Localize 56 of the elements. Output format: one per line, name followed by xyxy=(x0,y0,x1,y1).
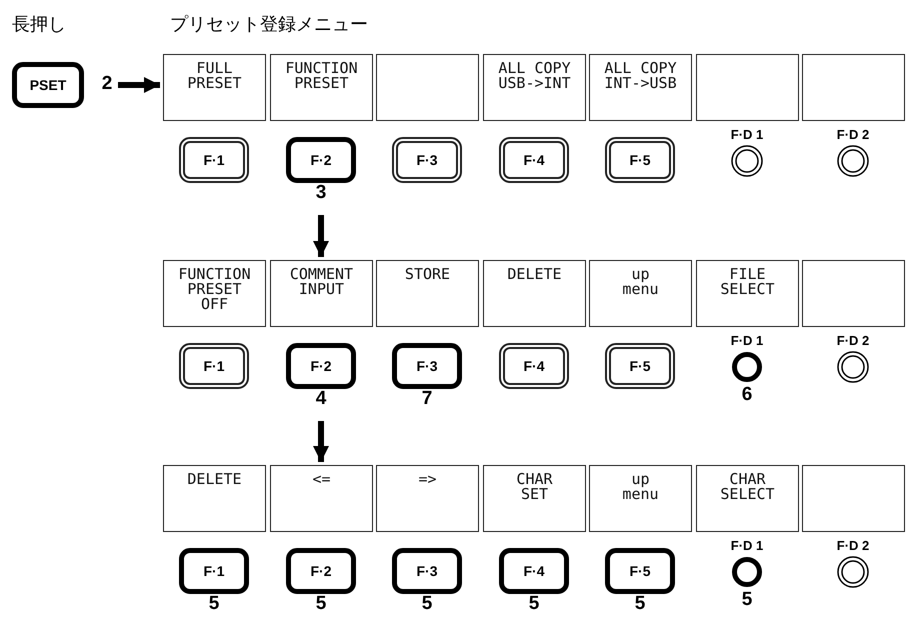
menu-cell: DELETE xyxy=(483,260,586,327)
menu-cell: DELETE xyxy=(163,465,266,532)
menu-cell: FUNCTION PRESET xyxy=(270,54,373,121)
step-number: 5 xyxy=(528,593,540,615)
menu-cell: <= xyxy=(270,465,373,532)
step-number: 3 xyxy=(314,182,328,204)
function-key: F·1 xyxy=(179,548,249,594)
menu-cell xyxy=(802,260,905,327)
function-key: F·2 xyxy=(286,343,356,389)
function-key: F·3 xyxy=(392,548,462,594)
step-number: 5 xyxy=(740,589,754,611)
menu-cell: ALL COPY USB->INT xyxy=(483,54,586,121)
menu-cell xyxy=(802,465,905,532)
menu-cell: CHAR SELECT xyxy=(696,465,799,532)
step-number: 7 xyxy=(420,388,434,410)
function-key: F·1 xyxy=(179,343,249,389)
function-key: F·4 xyxy=(499,343,569,389)
step-number: 5 xyxy=(314,593,328,615)
function-key: F·3 xyxy=(392,343,462,389)
step-number: 2 xyxy=(100,73,114,95)
function-key: F·4 xyxy=(499,548,569,594)
function-key: F·3 xyxy=(392,137,462,183)
menu-cell: FULL PRESET xyxy=(163,54,266,121)
knob-label: F·D 1 xyxy=(730,127,764,142)
step-number: 6 xyxy=(740,384,754,406)
step-number: 5 xyxy=(634,593,646,615)
menu-cell: ALL COPY INT->USB xyxy=(589,54,692,121)
function-key: F·2 xyxy=(286,137,356,183)
menu-cell: COMMENT INPUT xyxy=(270,260,373,327)
knob-label: F·D 2 xyxy=(836,333,870,348)
function-key: F·5 xyxy=(605,343,675,389)
caption-text: プリセット登録メニュー xyxy=(170,13,368,36)
caption-text: 長押し xyxy=(12,13,66,36)
menu-cell: FUNCTION PRESET OFF xyxy=(163,260,266,327)
function-key: F·1 xyxy=(179,137,249,183)
knob-label: F·D 2 xyxy=(836,127,870,142)
knob-label: F·D 1 xyxy=(730,538,764,553)
function-key: F·4 xyxy=(499,137,569,183)
menu-cell xyxy=(696,54,799,121)
knob-label: F·D 1 xyxy=(730,333,764,348)
menu-cell: up menu xyxy=(589,260,692,327)
menu-cell: FILE SELECT xyxy=(696,260,799,327)
preset-key: PSET xyxy=(12,62,84,108)
menu-cell xyxy=(376,54,479,121)
knob-label: F·D 2 xyxy=(836,538,870,553)
function-key: F·5 xyxy=(605,548,675,594)
step-number: 5 xyxy=(420,593,434,615)
menu-cell xyxy=(802,54,905,121)
step-number: 5 xyxy=(208,593,220,615)
menu-cell: up menu xyxy=(589,465,692,532)
menu-cell: CHAR SET xyxy=(483,465,586,532)
step-number: 4 xyxy=(314,388,328,410)
function-key: F·5 xyxy=(605,137,675,183)
menu-cell: STORE xyxy=(376,260,479,327)
function-key: F·2 xyxy=(286,548,356,594)
menu-cell: => xyxy=(376,465,479,532)
